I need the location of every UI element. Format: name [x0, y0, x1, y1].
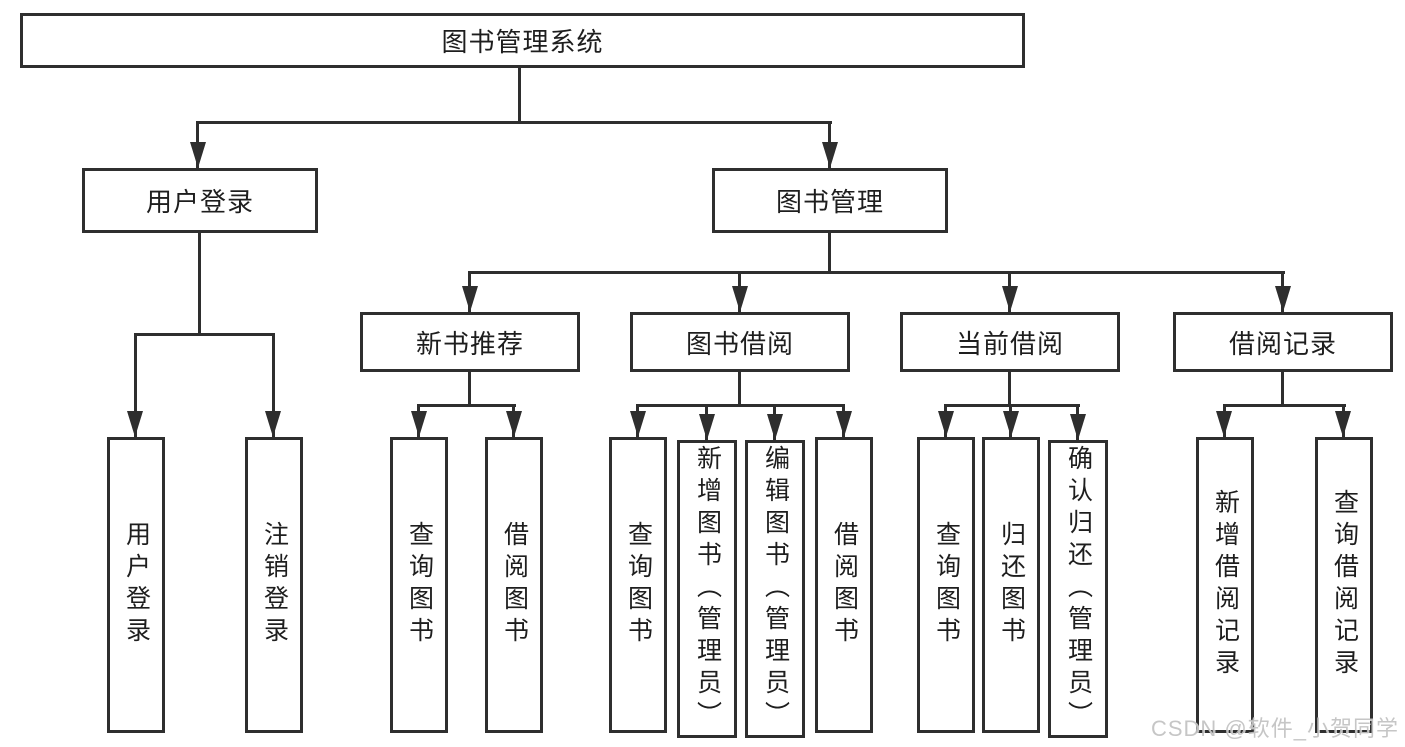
connector-line: [196, 121, 832, 124]
leaf-logout: 注销登录: [245, 437, 303, 733]
arrow-down-icon: [1275, 286, 1291, 312]
leaf-label: 借阅图书: [830, 521, 859, 649]
leaf-label: 查询图书: [405, 521, 434, 649]
node-book-borrowing: 图书借阅: [630, 312, 850, 372]
leaf-borrow-books-2: 借阅图书: [815, 437, 873, 733]
connector-line: [636, 404, 845, 407]
leaf-label: 查询图书: [932, 521, 961, 649]
connector-line: [1281, 372, 1284, 407]
connector-line: [272, 333, 275, 437]
node-library-management-system: 图书管理系统: [20, 13, 1025, 68]
node-label: 借阅记录: [1228, 328, 1337, 359]
leaf-return-books: 归还图书: [982, 437, 1040, 733]
arrow-down-icon: [411, 411, 427, 437]
node-label: 图书管理: [775, 187, 884, 217]
connector-line: [1223, 404, 1346, 407]
arrow-down-icon: [836, 411, 852, 437]
leaf-borrow-books: 借阅图书: [485, 437, 543, 733]
leaf-query-books-3: 查询图书: [917, 437, 975, 733]
connector-line: [468, 372, 471, 407]
arrow-down-icon: [699, 414, 715, 440]
arrow-down-icon: [1216, 411, 1232, 437]
arrow-down-icon: [506, 411, 522, 437]
node-current-borrowing: 当前借阅: [900, 312, 1120, 372]
connector-line: [828, 233, 831, 274]
node-label: 当前借阅: [955, 328, 1064, 359]
connector-line: [198, 233, 201, 336]
node-label: 图书管理系统: [441, 27, 604, 57]
node-borrowing-records: 借阅记录: [1173, 312, 1393, 372]
arrow-down-icon: [462, 286, 478, 312]
leaf-confirm-return-admin: 确认归还（管理员）: [1048, 440, 1108, 738]
leaf-query-books: 查询图书: [390, 437, 448, 733]
connector-line: [468, 271, 1285, 274]
arrow-down-icon: [767, 414, 783, 440]
arrow-down-icon: [938, 411, 954, 437]
leaf-label: 用户登录: [122, 521, 151, 649]
arrow-down-icon: [732, 286, 748, 312]
arrow-down-icon: [1335, 411, 1351, 437]
leaf-label: 确认归还（管理员）: [1064, 445, 1093, 733]
leaf-label: 归还图书: [997, 521, 1026, 649]
leaf-user-login: 用户登录: [107, 437, 165, 733]
leaf-label: 编辑图书（管理员）: [761, 445, 790, 733]
connector-line: [738, 372, 741, 407]
node-book-management: 图书管理: [712, 168, 948, 233]
node-label: 新书推荐: [415, 328, 524, 359]
node-user-login: 用户登录: [82, 168, 318, 233]
arrow-down-icon: [127, 411, 143, 437]
connector-line: [1008, 372, 1011, 407]
leaf-edit-book-admin: 编辑图书（管理员）: [745, 440, 805, 738]
node-label: 用户登录: [145, 187, 254, 217]
arrow-down-icon: [1003, 411, 1019, 437]
connector-line: [134, 333, 137, 437]
connector-line: [518, 68, 521, 123]
node-new-book-recommendation: 新书推荐: [360, 312, 580, 372]
leaf-label: 借阅图书: [500, 521, 529, 649]
leaf-label: 注销登录: [260, 521, 289, 649]
leaf-query-borrow-record: 查询借阅记录: [1315, 437, 1373, 733]
leaf-label: 查询借阅记录: [1330, 489, 1359, 681]
node-label: 图书借阅: [685, 328, 794, 359]
arrow-down-icon: [1070, 414, 1086, 440]
leaf-label: 新增借阅记录: [1211, 489, 1240, 681]
arrow-down-icon: [822, 142, 838, 168]
connector-line: [417, 404, 516, 407]
leaf-query-books-2: 查询图书: [609, 437, 667, 733]
leaf-label: 查询图书: [624, 521, 653, 649]
leaf-add-borrow-record: 新增借阅记录: [1196, 437, 1254, 733]
watermark: CSDN @软件_小贺同学: [1150, 716, 1399, 741]
connector-line: [134, 333, 275, 336]
arrow-down-icon: [630, 411, 646, 437]
leaf-add-book-admin: 新增图书（管理员）: [677, 440, 737, 738]
arrow-down-icon: [190, 142, 206, 168]
connector-line: [944, 404, 1080, 407]
leaf-label: 新增图书（管理员）: [693, 445, 722, 733]
arrow-down-icon: [1002, 286, 1018, 312]
arrow-down-icon: [265, 411, 281, 437]
